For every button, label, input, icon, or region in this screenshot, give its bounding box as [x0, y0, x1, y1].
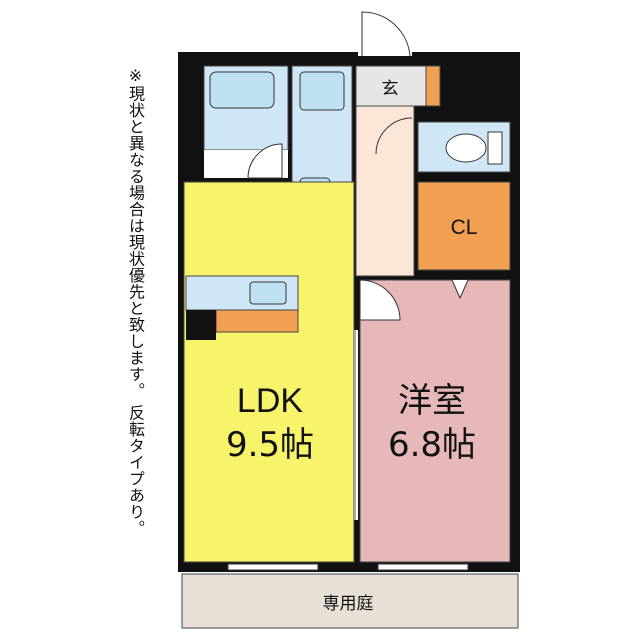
disclaimer-note: ※現状と異なる場合は現状優先と致します。 反転タイプあり。 [126, 66, 145, 537]
ldk-room [183, 181, 355, 563]
kitchen-pillar [186, 310, 216, 340]
entry-door-swing-icon [361, 11, 411, 57]
door-swing-icon [247, 143, 283, 179]
western-label: 洋室 [398, 381, 466, 421]
kitchen-cabinet [215, 309, 299, 333]
closet-label: CL [451, 216, 478, 239]
ldk-window [227, 563, 319, 571]
toilet-door-swing-icon [375, 117, 413, 155]
shoe-box [425, 65, 441, 107]
kitchen-sink-icon [249, 281, 287, 305]
closet-door-icon [451, 279, 469, 300]
garden-label: 専用庭 [323, 594, 374, 614]
toilet-icon [445, 133, 487, 163]
sink-icon [299, 71, 345, 111]
entry-door-gap [358, 12, 412, 56]
western-window [377, 563, 469, 571]
ldk-size: 9.5帖 [226, 425, 314, 465]
closet [417, 181, 511, 271]
entrance-label: 玄 [382, 79, 399, 99]
entrance [355, 65, 427, 107]
ldk-label: LDK [237, 382, 303, 420]
bathtub-icon [209, 71, 275, 109]
western-door-swing-icon [359, 279, 401, 321]
hallway [355, 105, 415, 277]
western-size: 6.8帖 [388, 425, 476, 465]
toilet-tank-icon [487, 131, 503, 165]
western-room [359, 279, 511, 563]
private-garden [181, 573, 519, 629]
